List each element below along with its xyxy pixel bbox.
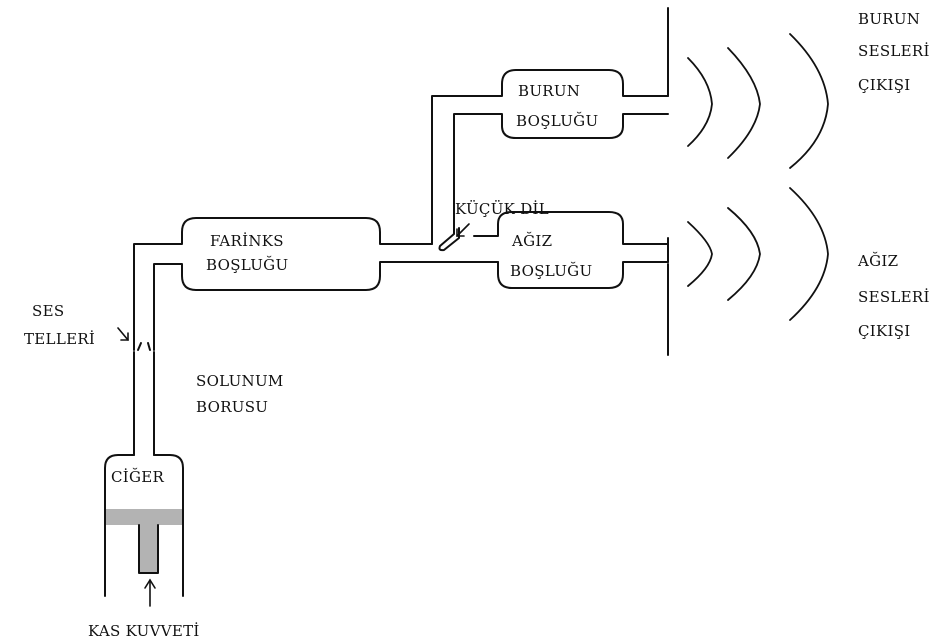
- piston-rod: [139, 525, 158, 573]
- label-nasal-cavity: BURUN BOŞLUĞU: [516, 82, 598, 130]
- label-oral-output-line1: AĞIZ: [857, 252, 898, 270]
- label-vocal-cords-line2: TELLERİ: [24, 330, 95, 348]
- label-vocal-cords: SES TELLERİ: [24, 302, 95, 348]
- label-nasal-cavity-line2: BOŞLUĞU: [516, 112, 598, 130]
- label-pharynx-cavity: FARİNKS BOŞLUĞU: [206, 232, 289, 274]
- label-lung: CİĞER: [111, 468, 165, 486]
- label-oral-cavity-line2: BOŞLUĞU: [510, 262, 592, 280]
- label-oral-cavity-line1: AĞIZ: [511, 232, 552, 250]
- oral-sound-waves: [688, 188, 828, 320]
- label-pharynx-cavity-line2: BOŞLUĞU: [206, 256, 288, 274]
- vocal-cords: [134, 336, 154, 350]
- label-trachea-line1: SOLUNUM: [196, 372, 284, 390]
- label-muscle-force: KAS KUVVETİ: [88, 622, 200, 640]
- nasal-sound-waves: [688, 34, 828, 168]
- label-nasal-output-line1: BURUN: [858, 10, 920, 28]
- label-uvula: KÜÇÜK DİL: [455, 200, 549, 218]
- piston-plate: [106, 509, 182, 525]
- label-oral-cavity: AĞIZ BOŞLUĞU: [510, 232, 592, 280]
- pharynx-cavity: [134, 218, 498, 336]
- vocal-cords-arrow: [118, 328, 128, 340]
- label-oral-output-line3: ÇIKIŞI: [858, 322, 911, 340]
- label-nasal-output-line3: ÇIKIŞI: [858, 76, 911, 94]
- label-nasal-output-line2: SESLERİ: [858, 42, 930, 60]
- label-nasal-output: BURUN SESLERİ ÇIKIŞI: [858, 10, 935, 94]
- trachea-pipe: [134, 352, 154, 455]
- label-trachea: SOLUNUM BORUSU: [196, 372, 289, 416]
- force-arrow: [145, 580, 155, 606]
- label-oral-output: AĞIZ SESLERİ ÇIKIŞI: [857, 252, 935, 340]
- label-pharynx-cavity-line1: FARİNKS: [210, 232, 284, 250]
- label-trachea-line2: BORUSU: [196, 398, 268, 416]
- uvula-shape: [440, 228, 460, 250]
- label-vocal-cords-line1: SES: [32, 302, 64, 320]
- label-oral-output-line2: SESLERİ: [858, 288, 930, 306]
- label-nasal-cavity-line1: BURUN: [518, 82, 580, 100]
